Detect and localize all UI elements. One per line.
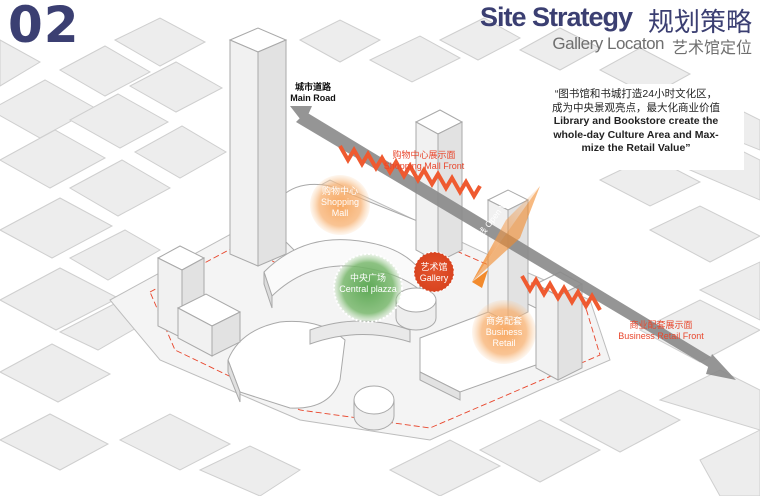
central-plaza-circle (333, 253, 403, 323)
main-road-label-cn: 城市道路 (294, 82, 331, 92)
page-title-en: Site Strategy (479, 2, 633, 32)
strategy-quote: “图书馆和书城打造24小时文化区， 成为中央景观亮点，最大化商业价值 Libra… (532, 88, 740, 156)
tower-left-mid (156, 245, 242, 357)
gallery-label-en: Gallery (419, 273, 449, 283)
retail-front-label-cn: 商业配套展示面 (629, 320, 693, 330)
gallery-label: 艺术馆 Gallery (414, 262, 454, 284)
gallery-cylinder (395, 287, 437, 331)
business-retail-circle (472, 300, 536, 364)
small-pavilion (353, 385, 395, 431)
shopping-mall-label-cn: 购物中心 (321, 186, 358, 196)
gallery-circle (413, 251, 455, 293)
main-road-label-en: Main Road (290, 93, 336, 103)
mall-front-zigzag (338, 145, 482, 200)
central-plaza-label-cn: 中央广场 (349, 273, 386, 283)
central-plaza-label-en: Central plazza (339, 284, 397, 294)
open-view-cone (472, 186, 540, 288)
business-retail-label-cn: 商务配套 (485, 316, 522, 326)
gallery-label-cn: 艺术馆 (420, 262, 448, 272)
page-number: 02 (8, 0, 80, 54)
quote-line-2: 成为中央景观亮点，最大化商业价值 (552, 101, 720, 114)
page-subtitle-en: Gallery Locaton (552, 34, 664, 53)
business-retail-label-en-2: Retail (492, 338, 516, 348)
shopping-mall-label: 购物中心 Shopping Mall (306, 186, 374, 219)
page-subtitle-cn: 艺术馆定位 (671, 40, 752, 57)
retail-front-label: 商业配套展示面 Business Retail Front (606, 320, 716, 342)
shopping-mall-label-en-2: Mall (331, 208, 349, 218)
quote-line-5: mize the Retail Value” (581, 142, 691, 154)
business-retail-label: 商务配套 Business Retail (474, 316, 534, 349)
shopping-mall-circle (310, 175, 370, 235)
quote-line-1: “图书馆和书城打造24小时文化区， (554, 88, 718, 100)
page-title-cn: 规划策略 (647, 7, 752, 37)
mall-front-label: 购物中心展示面 Shopping Mall Front (372, 150, 476, 172)
central-plaza-label: 中央广场 Central plazza (328, 273, 408, 295)
quote-line-4: whole-day Culture Area and Max- (553, 128, 719, 141)
main-road-label: 城市道路 Main Road (282, 82, 344, 104)
retail-front-label-en: Business Retail Front (618, 331, 704, 341)
retail-front-zigzag (520, 275, 602, 311)
quote-panel (528, 84, 744, 170)
tower-left-tall (228, 27, 288, 267)
mall-front-label-en: Shopping Mall Front (383, 161, 465, 171)
quote-line-3: Library and Bookstore create the (553, 115, 719, 127)
business-retail-label-en-1: Business (485, 327, 523, 337)
shopping-mall-label-en-1: Shopping (320, 197, 360, 207)
mall-front-label-cn: 购物中心展示面 (392, 150, 456, 160)
